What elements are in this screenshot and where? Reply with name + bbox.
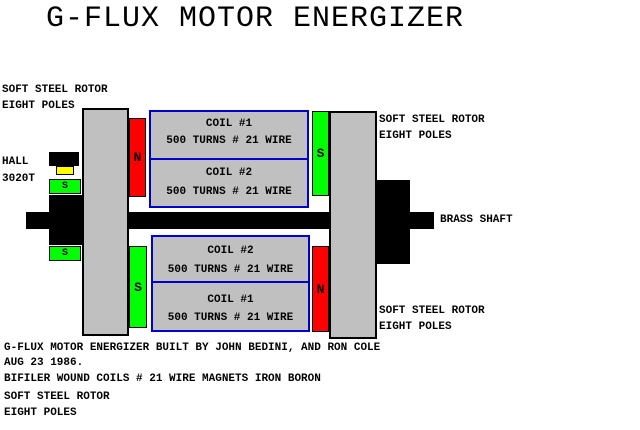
left-hub xyxy=(49,195,83,245)
coil-spec: 500 TURNS # 21 WIRE xyxy=(166,135,292,147)
coil-top-upper: COIL #1 500 TURNS # 21 WIRE xyxy=(149,110,309,160)
coil-top-lower: COIL #2 500 TURNS # 21 WIRE xyxy=(149,158,309,208)
right-rotor xyxy=(329,111,377,339)
hall-label-line2: 3020T xyxy=(2,173,36,185)
coil-bottom-upper: COIL #2 500 TURNS # 21 WIRE xyxy=(151,235,310,283)
note-line: AUG 23 1986. xyxy=(4,357,84,369)
hall-magnet-bottom: S xyxy=(49,246,81,261)
left-rotor-label-line2: EIGHT POLES xyxy=(2,100,75,112)
left-north-magnet: N xyxy=(129,118,146,197)
coil-spec: 500 TURNS # 21 WIRE xyxy=(166,186,292,198)
note-line: BIFILER WOUND COILS # 21 WIRE MAGNETS IR… xyxy=(4,373,321,385)
right-rotor-bottom-label-line1: SOFT STEEL ROTOR xyxy=(379,305,485,317)
note-line: G-FLUX MOTOR ENERGIZER BUILT BY JOHN BED… xyxy=(4,342,381,354)
right-hub xyxy=(376,180,410,264)
hall-sensor-element xyxy=(56,166,74,175)
left-rotor-label-line1: SOFT STEEL ROTOR xyxy=(2,84,108,96)
coil-spec: 500 TURNS # 21 WIRE xyxy=(167,312,294,324)
brass-shaft-label: BRASS SHAFT xyxy=(440,214,513,226)
left-south-magnet: S xyxy=(129,246,147,328)
note-line: SOFT STEEL ROTOR xyxy=(4,391,110,403)
coil-bottom-lower: COIL #1 500 TURNS # 21 WIRE xyxy=(151,281,310,332)
note-line: EIGHT POLES xyxy=(4,407,77,419)
coil-spec: 500 TURNS # 21 WIRE xyxy=(167,264,294,276)
hall-sensor-body xyxy=(49,152,79,166)
right-rotor-top-label-line2: EIGHT POLES xyxy=(379,130,452,142)
right-north-magnet: N xyxy=(312,246,329,332)
coil-name: COIL #1 xyxy=(205,118,253,130)
right-rotor-bottom-label-line2: EIGHT POLES xyxy=(379,321,452,333)
hall-magnet-top: S xyxy=(49,179,81,194)
hall-label-line1: HALL xyxy=(2,156,29,168)
coil-name: COIL #1 xyxy=(207,294,254,306)
coil-name: COIL #2 xyxy=(207,245,254,257)
right-rotor-top-label-line1: SOFT STEEL ROTOR xyxy=(379,114,485,126)
left-rotor xyxy=(82,108,129,336)
diagram-title: G-FLUX MOTOR ENERGIZER xyxy=(46,2,465,36)
right-south-magnet: S xyxy=(312,111,329,196)
coil-name: COIL #2 xyxy=(205,167,253,179)
